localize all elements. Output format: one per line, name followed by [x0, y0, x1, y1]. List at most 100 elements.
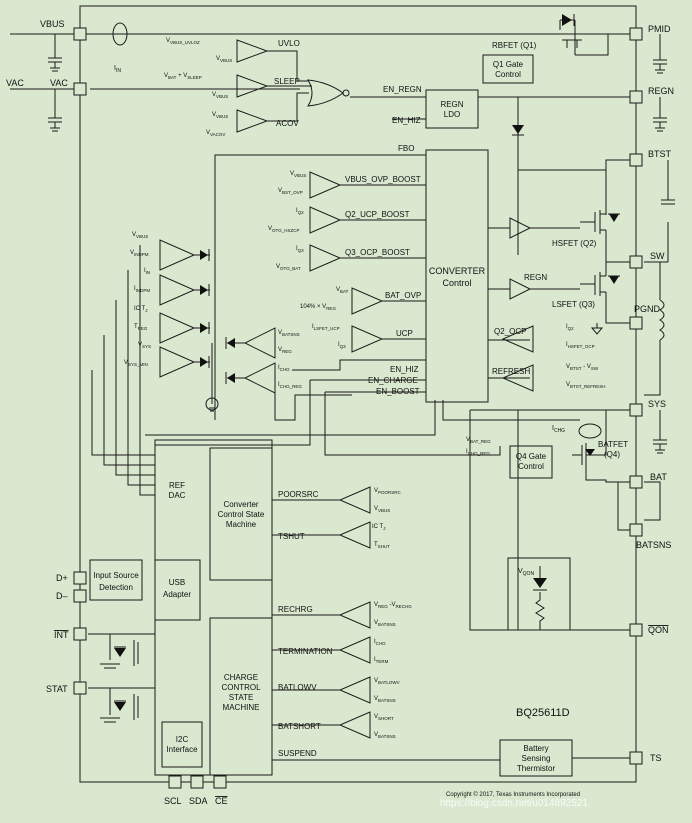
en-hiz-2-label: EN_HIZ	[390, 365, 419, 374]
charge-sm-l3: STATE	[229, 693, 254, 702]
q2-ucp-boost-label: Q2_UCP_BOOST	[345, 210, 410, 219]
tshut-label: TSHUT	[278, 532, 305, 541]
ref-dac-l2: DAC	[169, 491, 186, 500]
pin-batsns-label: BATSNS	[636, 540, 671, 550]
regn-ldo-l2: LDO	[444, 110, 460, 119]
svg-text:VVBUS: VVBUS	[374, 506, 390, 513]
svg-text:VINDPM: VINDPM	[130, 250, 149, 257]
regn-sig-label: REGN	[524, 273, 547, 282]
svg-text:IQ3: IQ3	[338, 342, 346, 349]
svg-text:IIN: IIN	[144, 268, 150, 275]
charge-sm-l2: CONTROL	[221, 683, 261, 692]
svg-text:VBATSNS: VBATSNS	[278, 330, 300, 337]
ucp-label: UCP	[396, 329, 413, 338]
pin-qon-label: QON	[648, 625, 669, 635]
batlowv-label: BATLOWV	[278, 683, 317, 692]
loop-diodes	[200, 249, 235, 384]
pin-ts-label: TS	[650, 753, 662, 763]
comparators-boost	[309, 171, 534, 392]
svg-text:VQON: VQON	[518, 568, 534, 577]
svg-text:VBATSNS: VBATSNS	[374, 620, 396, 627]
svg-text:TSHUT: TSHUT	[374, 542, 390, 549]
pin-sys-label: SYS	[648, 399, 666, 409]
svg-text:ILSFET_UCP: ILSFET_UCP	[312, 324, 340, 331]
svg-text:IIN: IIN	[114, 65, 121, 74]
converter-sm-l2: Control State	[218, 510, 265, 519]
svg-text:TREG: TREG	[134, 324, 148, 331]
svg-text:IC TJ: IC TJ	[134, 306, 147, 313]
input-source-l1: Input Source	[93, 571, 139, 580]
battery-sensing-l1: Battery	[523, 744, 548, 753]
pin-bat-label: BAT	[650, 472, 667, 482]
converter-sm-l3: Machine	[226, 520, 257, 529]
hsfet-label: HSFET (Q2)	[552, 239, 597, 248]
svg-text:VBATLOWV: VBATLOWV	[374, 678, 400, 685]
svg-text:VBAT_REG: VBAT_REG	[466, 437, 491, 444]
pin-stat-label: STAT	[46, 684, 68, 694]
svg-text:VVBUS: VVBUS	[132, 232, 148, 239]
en-boost-label: EN_BOOST	[376, 387, 420, 396]
fbo-label: FBO	[398, 144, 414, 153]
q4-gate-control-l2: Control	[518, 462, 544, 471]
batfet-label-l2: (Q4)	[604, 450, 620, 459]
blocks: Q1 Gate Control REGN LDO CONVERTER Contr…	[89, 54, 573, 777]
pin-btst-label: BTST	[648, 149, 672, 159]
lsfet-label: LSFET (Q3)	[552, 300, 595, 309]
uvlo-label: UVLO	[278, 39, 300, 48]
svg-text:VBTST - VSW: VBTST - VSW	[566, 364, 599, 371]
batfet-label-l1: BATFET	[598, 440, 628, 449]
svg-text:ICHG_REG: ICHG_REG	[278, 382, 302, 389]
svg-text:VBAT + VSLEEP: VBAT + VSLEEP	[164, 73, 202, 80]
svg-text:ITERM: ITERM	[374, 657, 389, 664]
svg-text:VBAT: VBAT	[336, 287, 349, 294]
svg-text:VBATSNS: VBATSNS	[374, 732, 396, 739]
pin-dminus-label: D–	[56, 591, 68, 601]
en-charge-label: EN_CHARGE	[368, 376, 418, 385]
ref-dac-l1: REF	[169, 481, 185, 490]
q1-gate-control-l1: Q1 Gate	[493, 60, 524, 69]
svg-text:VOTG_BAT: VOTG_BAT	[276, 264, 301, 271]
pins	[73, 27, 643, 789]
comparators-loops	[159, 239, 276, 394]
external-components	[48, 57, 675, 454]
battery-sensing-l2: Sensing	[522, 754, 551, 763]
i2c-interface-l2: Interface	[166, 745, 198, 754]
svg-text:VREG -VRECHG: VREG -VRECHG	[374, 602, 412, 609]
pin-pmid-label: PMID	[648, 24, 671, 34]
svg-text:VVBUS: VVBUS	[212, 92, 228, 99]
svg-text:VBST_OVP: VBST_OVP	[278, 188, 303, 195]
charge-sm-l1: CHARGE	[224, 673, 258, 682]
vbus-ovp-boost-label: VBUS_OVP_BOOST	[345, 175, 421, 184]
svg-text:VVACOV: VVACOV	[206, 130, 225, 137]
svg-text:IINDPM: IINDPM	[134, 286, 150, 293]
wiring	[10, 33, 669, 782]
q4-gate-control-l1: Q4 Gate	[516, 452, 547, 461]
watermark: https://blog.csdn.net/u014892521	[440, 798, 588, 809]
en-hiz-1-label: EN_HIZ	[392, 116, 421, 125]
comparators-uvlo	[236, 39, 350, 133]
rechrg-label: RECHRG	[278, 605, 313, 614]
batshort-label: BATSHORT	[278, 722, 321, 731]
q1-gate-control-l2: Control	[495, 70, 521, 79]
rbfet-label: RBFET (Q1)	[492, 41, 537, 50]
pin-sw-label: SW	[650, 251, 665, 261]
qon-network: VQON	[518, 566, 547, 630]
poorsrc-label: POORSRC	[278, 490, 319, 499]
svg-text:ICHG: ICHG	[374, 639, 386, 646]
pin-regn-label: REGN	[648, 86, 674, 96]
q3-ocp-boost-label: Q3_OCP_BOOST	[345, 248, 410, 257]
svg-text:VVBUS: VVBUS	[216, 56, 232, 63]
pin-scl-label: SCL	[164, 796, 182, 806]
pin-vac-label: VAC	[50, 78, 68, 88]
converter-sm-l1: Converter	[223, 500, 258, 509]
svg-text:VPOORSRC: VPOORSRC	[374, 488, 402, 495]
svg-text:VVBUS_UVLOZ: VVBUS_UVLOZ	[166, 38, 200, 45]
usb-adapter-l1: USB	[169, 578, 185, 587]
battery-sensing-l3: Thermistor	[517, 764, 556, 773]
svg-text:ICHG_REG: ICHG_REG	[466, 449, 490, 456]
regn-ldo-l1: REGN	[440, 100, 463, 109]
termination-label: TERMINATION	[278, 647, 333, 656]
en-regn-label: EN_REGN	[383, 85, 422, 94]
q2-ocp-label: Q2_OCP	[494, 327, 526, 336]
pin-ce-label: CE	[215, 796, 228, 806]
